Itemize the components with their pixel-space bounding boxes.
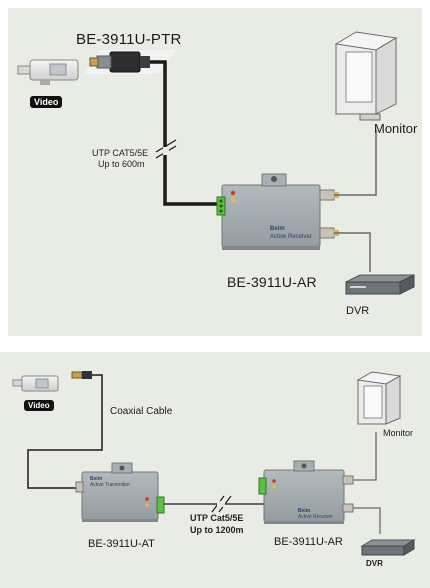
video-tag-bottom: Video (24, 400, 54, 411)
cable-label-bottom-line1: UTP Cat5/5E (190, 513, 244, 523)
utp-cable-top (150, 60, 222, 206)
camera-model-label-top: BE-3911U-PTR (76, 31, 182, 48)
receiver-badge-top-text: Active Receiver (270, 234, 312, 240)
utp-cable-bottom (164, 490, 266, 505)
dvr-icon-bottom (360, 539, 416, 556)
monitor-label-top: Monitor (374, 121, 418, 136)
monitor-label-bottom: Monitor (383, 428, 414, 438)
line-monitor-bottom (353, 432, 377, 481)
transmitter-box (75, 462, 165, 522)
receiver-box-top (216, 173, 339, 250)
video-tag-top: Video (30, 96, 63, 108)
receiver-badge-bottom-text: Active Receiver (298, 514, 333, 520)
dvr-label-bottom: DVR (366, 559, 383, 568)
line-dvr-bottom (353, 507, 381, 534)
monitor-icon-top (334, 31, 398, 121)
cable-label-bottom-line2: Up to 1200m (190, 525, 244, 535)
balun-ptr-icon (84, 50, 176, 74)
camera-icon-top (17, 59, 79, 85)
coax-cable-bottom (27, 374, 103, 489)
cable-label-top-line2: Up to 600m (98, 159, 145, 169)
monitor-icon-bottom (356, 371, 402, 425)
receiver-badge-bottom-brand: Beim (298, 508, 311, 514)
transmitter-badge-text: Active Transmitter (90, 482, 131, 488)
receiver-badge-top-brand: Beim (270, 226, 285, 232)
transmitter-badge-brand: Beim (90, 476, 103, 482)
coax-cable-label: Coaxial Cable (110, 406, 173, 417)
receiver-box-bottom (258, 460, 354, 524)
camera-icon-bottom (12, 375, 59, 392)
cable-label-top-line1: UTP CAT5/5E (92, 148, 149, 158)
receiver-model-label-bottom: BE-3911U-AR (274, 536, 343, 548)
dvr-icon-top (345, 274, 415, 295)
receiver-model-label-top: BE-3911U-AR (227, 274, 317, 290)
dvr-label-top: DVR (346, 305, 370, 317)
transmitter-model-label: BE-3911U-AT (88, 538, 155, 550)
bnc-connector-bottom (71, 371, 92, 379)
line-monitor-top (334, 130, 377, 196)
break-mark-top-2 (155, 139, 177, 153)
line-dvr-top (334, 232, 371, 272)
